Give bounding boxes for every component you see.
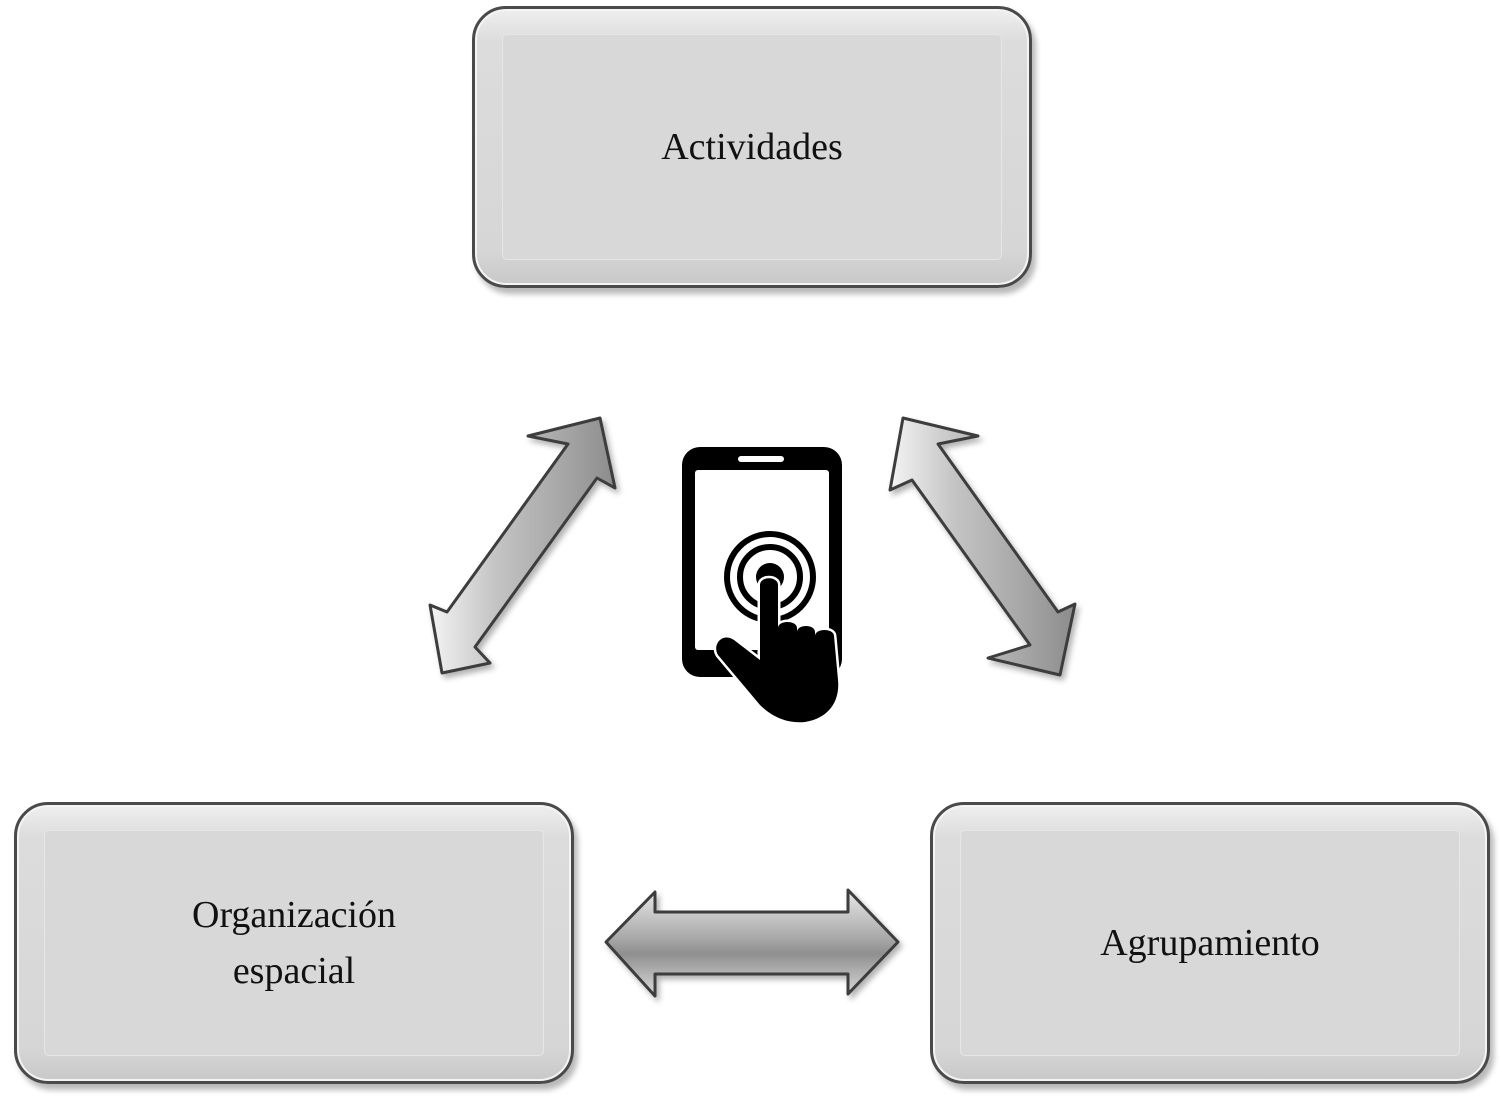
node-organizacion-espacial-label: Organización espacial <box>192 894 396 992</box>
node-agrupamiento-label: Agrupamiento <box>1100 922 1320 964</box>
double-arrow-horizontal <box>604 888 900 998</box>
double-arrow-left-diagonal <box>428 416 617 675</box>
smartphone-touch-icon <box>682 447 842 725</box>
node-agrupamiento: Agrupamiento <box>930 802 1490 1084</box>
connector-organizacion-actividades <box>428 416 617 675</box>
node-actividades-label: Actividades <box>661 126 843 168</box>
connector-organizacion-agrupamiento <box>604 888 900 998</box>
double-arrow-right-diagonal <box>888 416 1077 677</box>
connector-actividades-agrupamiento <box>888 416 1077 677</box>
node-actividades: Actividades <box>472 6 1032 288</box>
node-organizacion-espacial: Organización espacial <box>14 802 574 1084</box>
